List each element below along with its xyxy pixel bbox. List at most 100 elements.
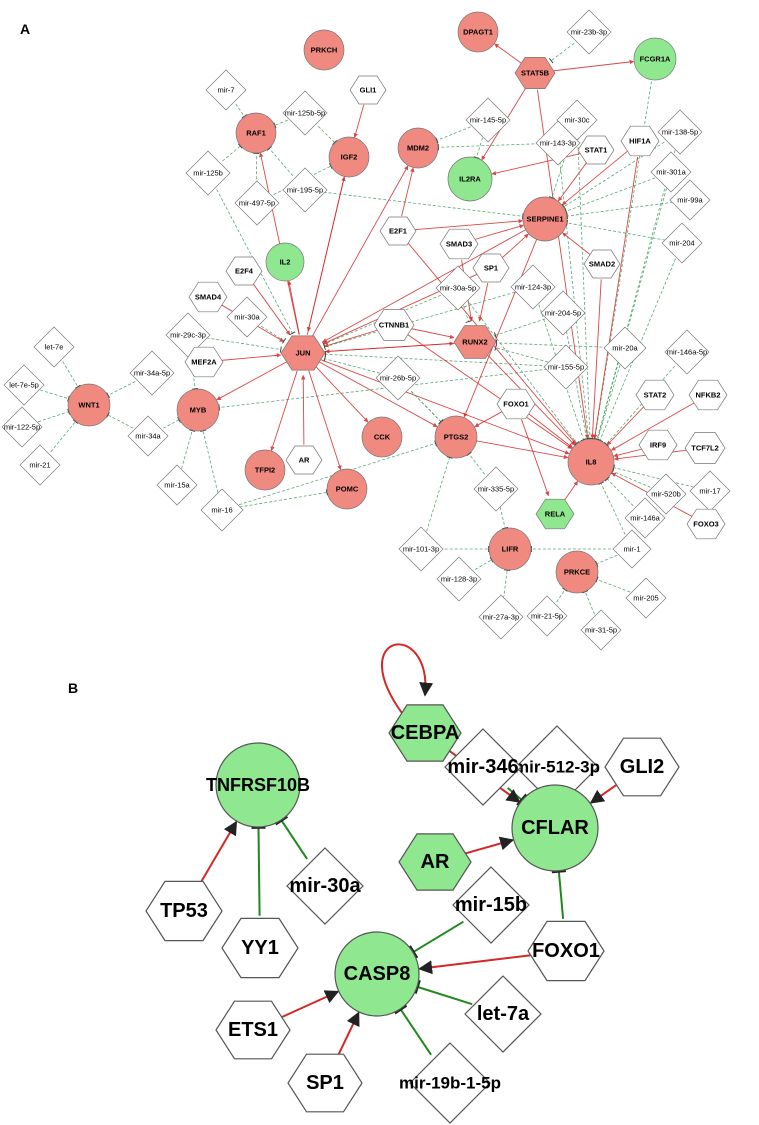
b-node-ets1-shape [215, 1000, 291, 1060]
a-node-mir-138-5p: mir-138-5p [657, 109, 703, 155]
a-node-mir-27a-3p: mir-27a-3p [478, 594, 524, 640]
a-node-mir-125b-5p-label: mir-125b-5p [285, 109, 325, 118]
a-node-il2-label: IL2 [280, 258, 291, 267]
a-edge-ctnnb1-to-il8 [407, 334, 573, 449]
b-node-mir-15b-shape [452, 866, 530, 944]
a-edge-mir-7-to-raf1 [235, 103, 248, 119]
a-node-lifr: LIFR [488, 527, 532, 571]
a-node-stat2: STAT2 [635, 379, 675, 411]
a-node-let-7e-5p-label: let-7e-5p [9, 381, 39, 390]
a-node-mir-30c-label: mir-30c [564, 116, 589, 125]
a-edge-jun-to-mdm2 [311, 165, 409, 337]
b-node-cflar-label: CFLAR [521, 817, 589, 839]
b-node-foxo1-label: FOXO1 [532, 940, 600, 962]
a-node-myb-shape [176, 388, 220, 432]
a-edge-mir-34a-to-myb [162, 416, 181, 429]
a-edge-mir-195-5p-to-raf1 [266, 146, 294, 177]
a-node-mir-497-5p: mir-497-5p [234, 180, 280, 226]
a-edge-mir-155-5p-to-jun [324, 351, 548, 367]
a-node-mir-145-5p-label: mir-145-5p [470, 116, 506, 125]
a-node-mir-204-5p-label: mir-204-5p [545, 309, 581, 318]
a-node-il2ra-shape [447, 156, 493, 202]
a-node-rela: RELA [535, 498, 575, 530]
a-node-gli1: GLI1 [349, 75, 387, 105]
a-edge-sp1-to-runx2 [478, 282, 489, 322]
a-node-mir-26b-5p-label: mir-26b-5p [380, 374, 416, 383]
b-node-casp8-label: CASP8 [344, 963, 411, 985]
a-node-e2f1-label: E2F1 [389, 227, 407, 236]
a-edge-jun-to-ptgs2 [319, 361, 438, 428]
a-node-mir-128-3p: mir-128-3p [436, 556, 482, 602]
a-node-mir-143-3p-shape [535, 120, 581, 166]
b-node-mir-19b-1-5p-label: mir-19b-1-5p [399, 1074, 501, 1093]
a-node-mir-497-5p-shape [234, 180, 280, 226]
panel-a-letter: A [20, 21, 30, 37]
b-edge-let-7a-to-casp8 [414, 979, 473, 1006]
a-node-serpine1: SERPINE1 [522, 196, 568, 242]
a-node-mir-205-shape [625, 577, 667, 619]
a-node-mir-101-3p-shape [398, 526, 444, 572]
a-node-wnt1-shape [67, 383, 111, 427]
a-node-cck-label: CCK [374, 433, 391, 442]
a-edge-stat1-to-serpine1 [557, 162, 588, 202]
a-edge-e2f4-to-jun [252, 283, 291, 336]
a-node-mir-21-shape [19, 444, 61, 486]
a-edge-mir-497-5p-to-raf1 [253, 152, 260, 185]
a-edge-serpine1-to-ptgs2 [463, 236, 539, 418]
a-node-jun-label: JUN [295, 349, 310, 358]
a-node-mir-122-5p-shape [1, 406, 43, 448]
a-node-pomc-label: POMC [336, 485, 359, 494]
a-node-mir-155-5p-shape [543, 344, 589, 390]
a-edge-mir-146a-to-il8 [604, 476, 634, 507]
a-node-mir-21: mir-21 [19, 444, 61, 486]
a-edge-mir-520b-to-il8 [610, 468, 651, 488]
a-node-mir-122-5p-label: mir-122-5p [4, 423, 40, 432]
a-node-ptgs2-label: PTGS2 [444, 433, 469, 442]
b-edge-yy1-to-tnfrsf10b [251, 826, 266, 916]
a-edge-mir-30a-5p-to-il8 [469, 302, 580, 446]
a-node-igf2: IGF2 [328, 136, 370, 178]
b-node-cflar-shape [511, 784, 599, 872]
b-node-cflar: CFLAR [511, 784, 599, 872]
a-edge-mir-1-to-lifr [530, 546, 616, 552]
a-node-mir-145-5p-shape [465, 97, 511, 143]
a-edge-mir-34a-to-wnt1 [106, 412, 134, 429]
a-edge-ar-to-jun [300, 374, 306, 445]
a-node-mir-30a-5p: mir-30a-5p [435, 265, 481, 311]
a-node-foxo1: FOXO1 [496, 388, 536, 420]
a-node-mir-31-5p-shape [580, 609, 622, 651]
a-node-foxo3-label: FOXO3 [693, 520, 718, 529]
a-edge-smad3-to-serpine1 [474, 224, 524, 240]
a-edge-mir-16-to-myb [199, 429, 219, 493]
a-edge-mef2a-to-jun [220, 353, 282, 361]
b-edge-gli2-to-cflar [589, 784, 617, 804]
a-node-e2f4-shape [225, 256, 263, 286]
a-node-ar-label: AR [299, 456, 310, 465]
b-node-cebpa: CEBPA [388, 704, 462, 762]
a-node-mef2a-shape [184, 346, 224, 378]
a-node-tcf7l2-shape [684, 432, 726, 464]
b-node-foxo1-shape [527, 920, 605, 982]
a-edge-jun-to-myb [216, 361, 287, 401]
a-node-foxo1-label: FOXO1 [503, 400, 528, 409]
a-node-mef2a: MEF2A [184, 346, 224, 378]
a-node-mir-204: mir-204 [661, 222, 703, 264]
a-node-mir-125b-shape [185, 150, 231, 196]
a-edge-ptgs2-to-il8 [473, 439, 569, 460]
a-node-mir-143-3p: mir-143-3p [535, 120, 581, 166]
a-node-mir-125b: mir-125b [185, 150, 231, 196]
a-edge-mir-21-5p-to-prkce [556, 587, 568, 603]
a-node-mir-27a-3p-label: mir-27a-3p [483, 613, 519, 622]
a-node-mir-20a-shape [603, 326, 647, 370]
a-node-rela-label: RELA [545, 510, 566, 519]
b-node-let-7a-label: let-7a [477, 1003, 530, 1025]
b-edge-foxo1-to-casp8 [418, 953, 535, 975]
a-node-smad3-label: SMAD3 [446, 240, 472, 249]
a-node-mir-204-5p-shape [540, 290, 586, 336]
a-node-raf1-label: RAF1 [246, 129, 266, 138]
a-node-mir-34a-label: mir-34a [135, 432, 161, 441]
b-edge-foxo1-to-cflar [551, 870, 566, 919]
